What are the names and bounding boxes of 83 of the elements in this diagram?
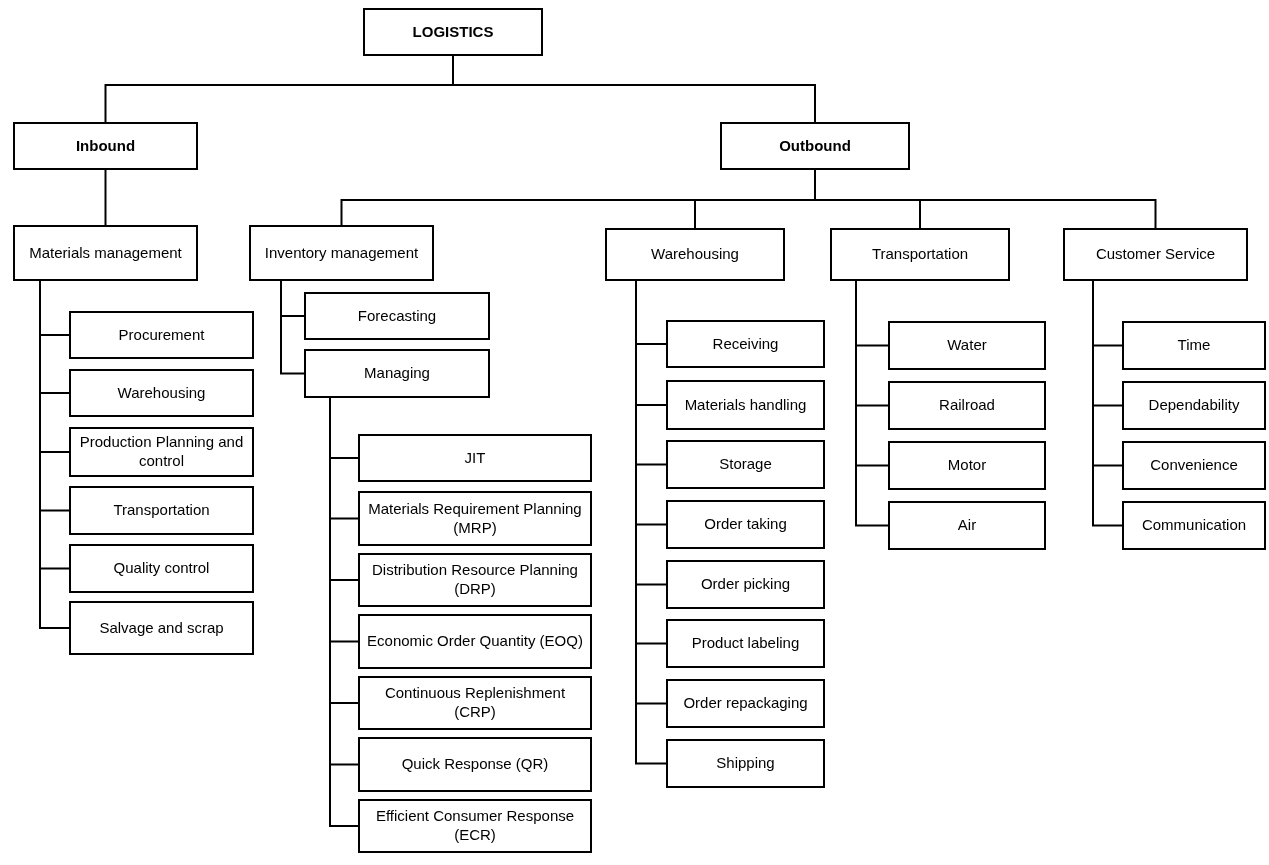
category-box xyxy=(830,228,1010,281)
category-box xyxy=(358,553,592,607)
category-box xyxy=(69,486,254,535)
box-label: Shipping xyxy=(716,754,775,773)
category-box xyxy=(69,311,254,359)
box-label: Storage xyxy=(719,455,772,474)
box-label: Transportation xyxy=(113,501,210,520)
box-label: Quality control xyxy=(113,559,210,578)
category-box xyxy=(605,228,785,281)
connector-line xyxy=(855,280,889,527)
box-label: Dependability xyxy=(1148,396,1240,415)
box-label: Outbound xyxy=(779,136,851,156)
box-label: Distribution Resource Planning (DRP) xyxy=(371,561,579,599)
connector-line xyxy=(104,169,107,226)
box-label: Water xyxy=(947,336,987,355)
connector-line xyxy=(280,280,305,375)
box-label: Motor xyxy=(947,456,987,475)
box-label: Transportation xyxy=(871,245,969,264)
category-box xyxy=(358,799,592,853)
box-label: Order taking xyxy=(704,515,787,534)
box-label: Materials management xyxy=(29,243,182,263)
box-label: Air xyxy=(957,516,977,535)
box-label: Quick Response (QR) xyxy=(401,755,549,774)
category-box xyxy=(69,601,254,655)
category-box xyxy=(1063,228,1248,281)
connector-line xyxy=(1092,280,1123,527)
box-label: LOGISTICS xyxy=(412,22,494,42)
box-label: Inventory management xyxy=(264,243,419,263)
category-box xyxy=(358,491,592,546)
box-label: Forecasting xyxy=(357,306,437,326)
box-label: Convenience xyxy=(1150,456,1238,475)
box-label: Order repackaging xyxy=(683,694,808,713)
category-box xyxy=(720,122,910,170)
category-box xyxy=(1122,381,1266,430)
category-box xyxy=(666,619,825,668)
category-box xyxy=(363,8,543,56)
category-box xyxy=(69,369,254,417)
category-box xyxy=(304,292,490,340)
category-box xyxy=(1122,501,1266,550)
box-label: Product labeling xyxy=(691,634,800,653)
box-label: Receiving xyxy=(712,334,779,354)
box-label: Warehousing xyxy=(651,245,739,264)
category-box xyxy=(358,434,592,482)
category-box xyxy=(666,739,825,788)
category-box xyxy=(13,122,198,170)
box-label: Salvage and scrap xyxy=(99,618,224,638)
box-label: Managing xyxy=(364,364,430,383)
box-label: Inbound xyxy=(75,136,136,156)
category-box xyxy=(69,544,254,593)
category-box xyxy=(666,679,825,728)
category-box xyxy=(666,320,825,368)
box-label: Railroad xyxy=(939,396,995,415)
box-label: Time xyxy=(1177,336,1211,355)
category-box xyxy=(666,500,825,549)
category-box xyxy=(666,440,825,489)
category-box xyxy=(249,225,434,281)
category-box xyxy=(1122,441,1266,490)
category-box xyxy=(888,501,1046,550)
box-label: Materials handling xyxy=(684,395,807,415)
box-label: Production Planning and control xyxy=(78,433,245,471)
category-box xyxy=(888,441,1046,490)
box-label: Efficient Consumer Response (ECR) xyxy=(374,807,576,845)
category-box xyxy=(358,737,592,792)
category-box xyxy=(358,614,592,669)
box-label: JIT xyxy=(464,448,486,468)
box-label: Materials Requirement Planning (MRP) xyxy=(367,499,583,538)
box-label: Communication xyxy=(1141,516,1247,535)
category-box xyxy=(666,560,825,609)
box-label: Procurement xyxy=(118,325,205,345)
category-box xyxy=(304,349,490,398)
category-box xyxy=(358,676,592,730)
category-box xyxy=(1122,321,1266,370)
box-label: Warehousing xyxy=(117,383,206,403)
category-box xyxy=(888,321,1046,370)
category-box xyxy=(13,225,198,281)
box-label: Order picking xyxy=(700,575,791,594)
box-label: Economic Order Quantity (EOQ) xyxy=(367,632,583,651)
category-box xyxy=(666,380,825,430)
category-box xyxy=(69,427,254,477)
connector-line xyxy=(39,280,70,629)
box-label: Customer Service xyxy=(1095,245,1216,264)
box-label: Continuous Replenishment (CRP) xyxy=(383,684,567,722)
category-box xyxy=(888,381,1046,430)
